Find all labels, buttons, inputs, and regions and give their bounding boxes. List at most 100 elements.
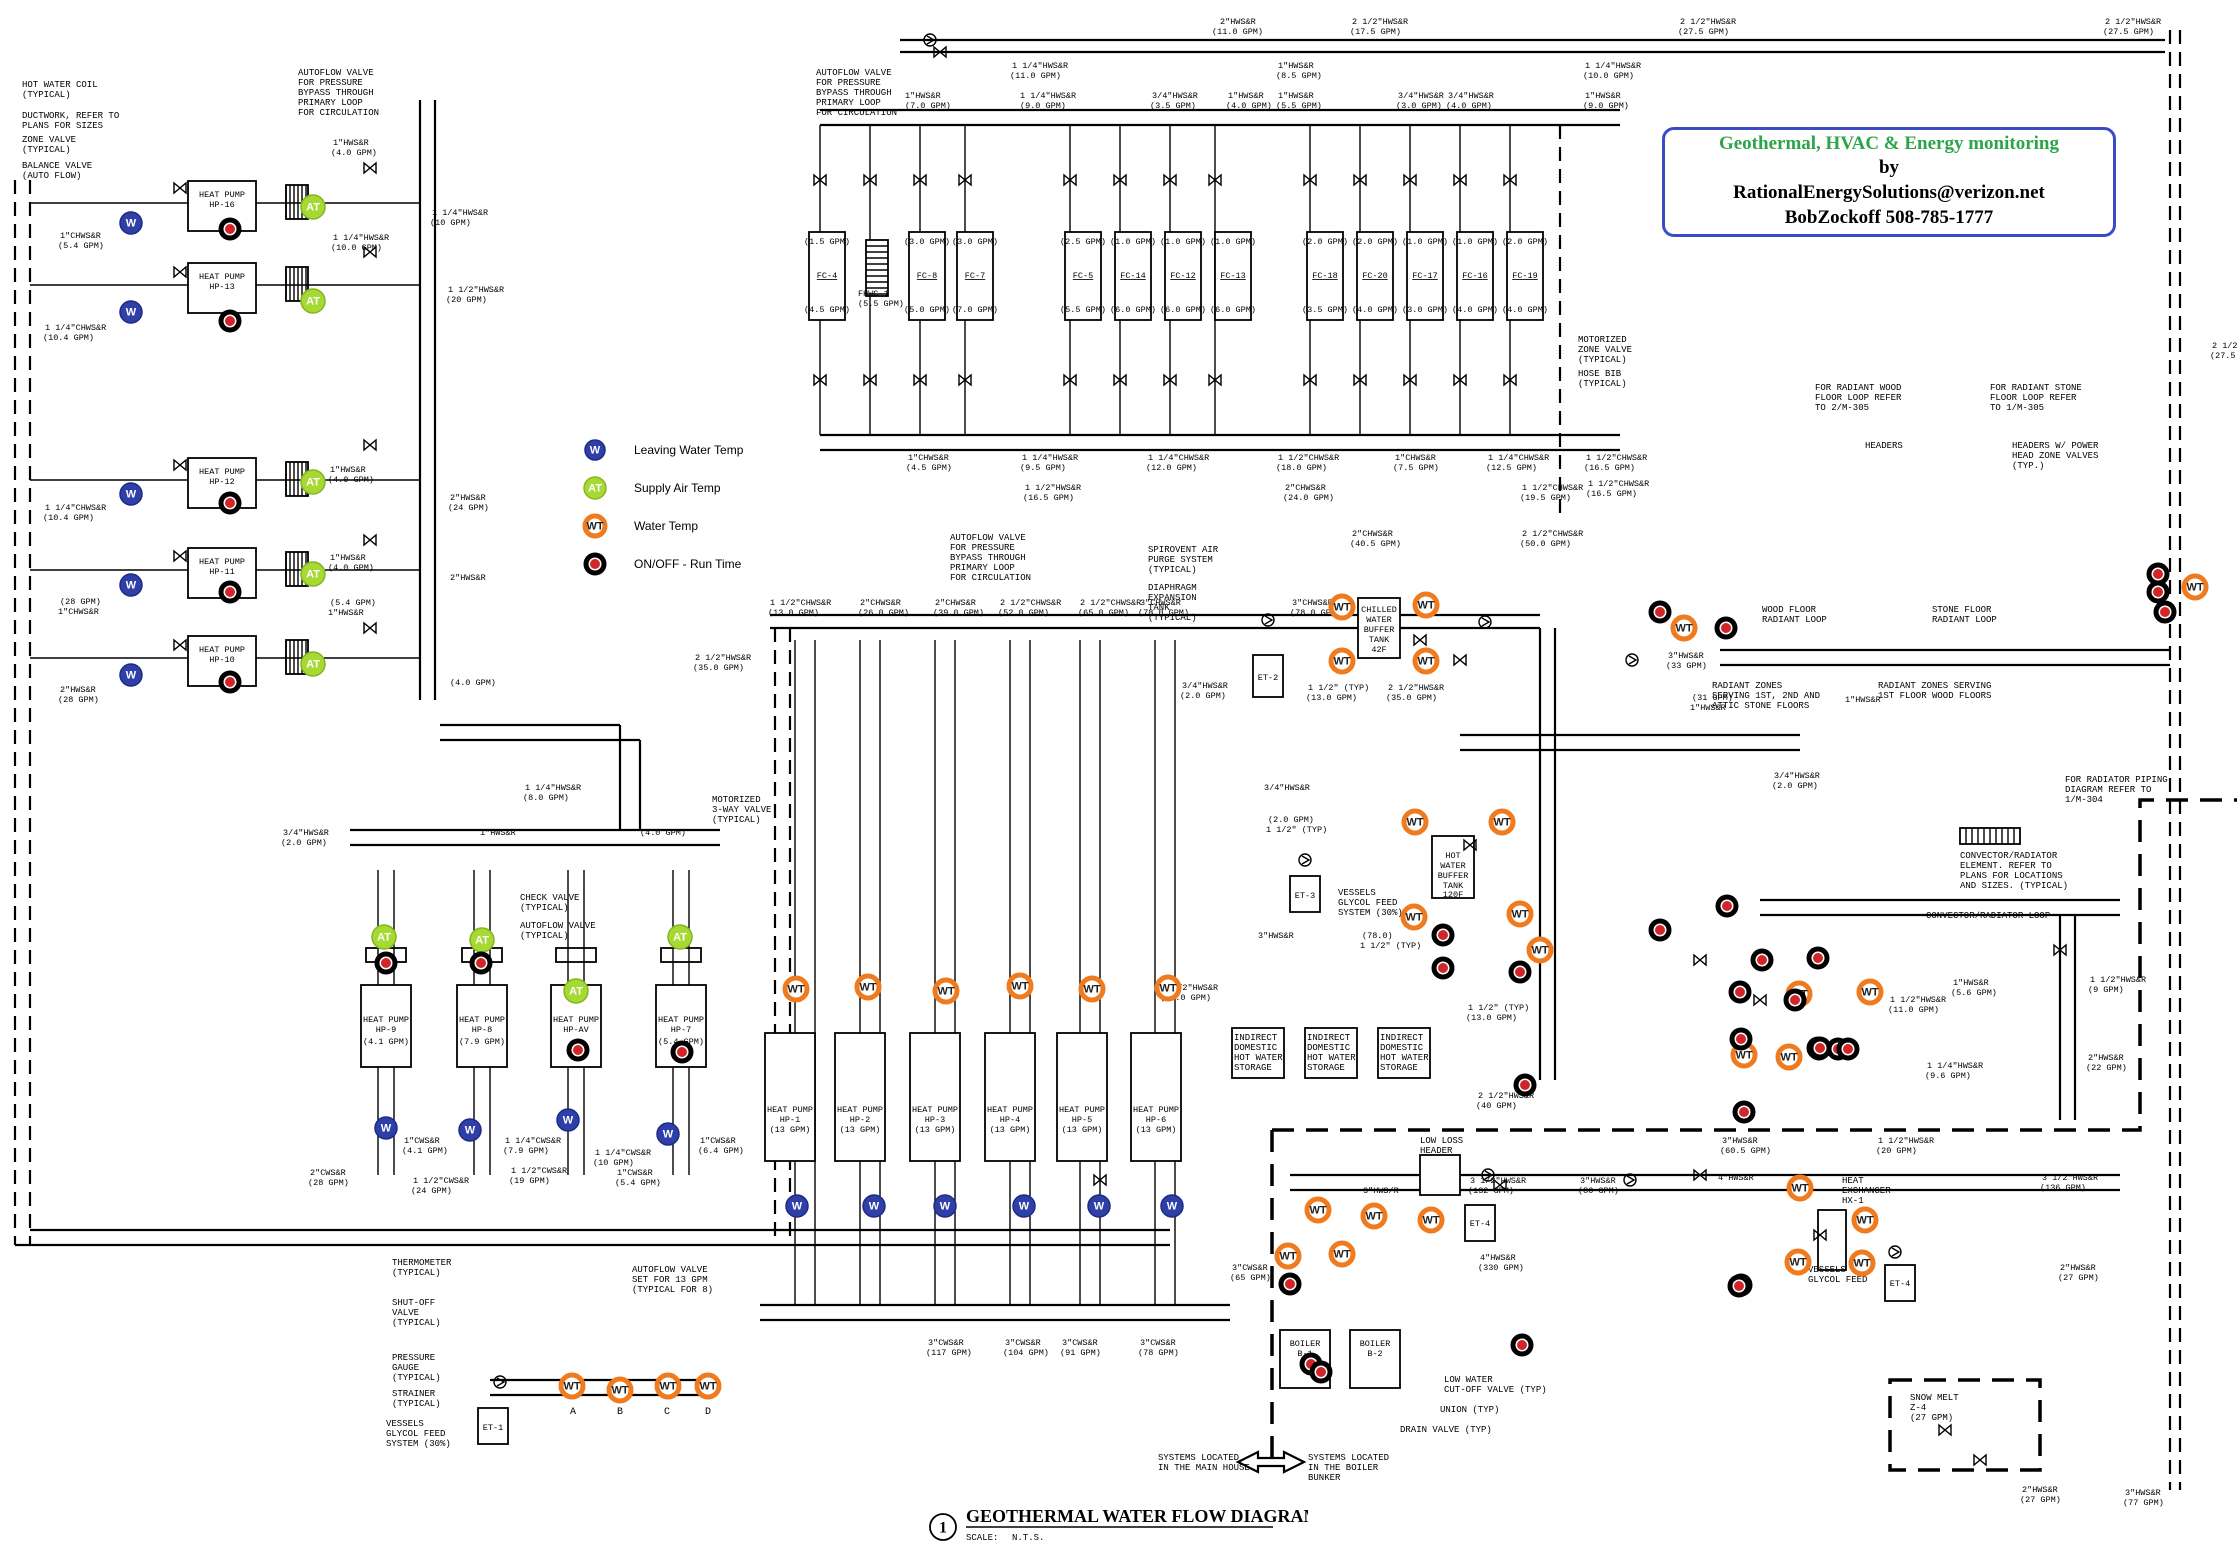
sensor-badge-on[interactable]: [374, 951, 398, 975]
pipe-label: (17.5 GPM): [1350, 27, 1401, 37]
pipe-label: 1 1/2" (TYP): [1266, 825, 1327, 835]
sensor-badge-on[interactable]: [1750, 948, 1774, 972]
legend-label-wt: Water Temp: [634, 519, 699, 533]
sensor-badge-on[interactable]: [1714, 616, 1738, 640]
sensor-badge-wt[interactable]: WT: [1784, 1248, 1812, 1276]
sensor-badge-on[interactable]: [2153, 600, 2177, 624]
sensor-badge-w[interactable]: W: [862, 1194, 886, 1218]
banner-email[interactable]: RationalEnergySolutions@verizon.net: [1733, 182, 2045, 203]
indirect-tank-1: [1231, 1027, 1285, 1079]
sensor-badge-on[interactable]: [1309, 1360, 1333, 1384]
sensor-badge-on[interactable]: [1806, 946, 1830, 970]
sensor-badge-w[interactable]: W: [119, 573, 143, 597]
sensor-badge-on[interactable]: [1648, 600, 1672, 624]
sensor-badge-wt[interactable]: WT: [654, 1372, 682, 1400]
pipe-label: 1 1/2"CHWS&R: [770, 598, 831, 608]
sensor-badge-w[interactable]: W: [374, 1116, 398, 1140]
sensor-badge-wt[interactable]: WT: [1006, 972, 1034, 1000]
sensor-badge-wt[interactable]: WT: [606, 1376, 634, 1404]
sensor-badge-on[interactable]: [1728, 980, 1752, 1004]
pipe-label: (9.5 GPM): [1020, 463, 1066, 473]
sensor-badge-wt[interactable]: WT: [1786, 1174, 1814, 1202]
sensor-badge-wt[interactable]: WT: [1328, 593, 1356, 621]
sensor-badge-w[interactable]: W: [1160, 1194, 1184, 1218]
sensor-badge-wt[interactable]: WT: [1400, 903, 1428, 931]
sensor-badge-on[interactable]: [1508, 960, 1532, 984]
sensor-badge-wt[interactable]: WT: [1775, 1043, 1803, 1071]
sensor-badge-wt[interactable]: WT: [1856, 978, 1884, 1006]
sensor-badge-on[interactable]: [1648, 918, 1672, 942]
sensor-badge-w[interactable]: W: [1087, 1194, 1111, 1218]
sensor-badge-wt[interactable]: WT: [1328, 647, 1356, 675]
sensor-badge-on[interactable]: [1715, 894, 1739, 918]
sensor-badge-on[interactable]: [218, 309, 242, 333]
sensor-badge-wt[interactable]: WT: [1078, 975, 1106, 1003]
sensor-badge-w[interactable]: W: [458, 1118, 482, 1142]
sensor-badge-w[interactable]: W: [933, 1194, 957, 1218]
sensor-badge-w[interactable]: W: [119, 211, 143, 235]
sensor-badge-w[interactable]: W: [556, 1108, 580, 1132]
sensor-badge-wt[interactable]: WT: [694, 1372, 722, 1400]
callout-indirect-2-l2: DOMESTIC: [1307, 1043, 1351, 1053]
sensor-badge-on[interactable]: [1431, 923, 1455, 947]
sensor-badge-on[interactable]: [2146, 562, 2170, 586]
sensor-badge-on[interactable]: [1510, 1333, 1534, 1357]
sensor-badge-at[interactable]: AT: [371, 924, 397, 950]
sensor-badge-wt[interactable]: WT: [1848, 1249, 1876, 1277]
sensor-badge-w[interactable]: W: [119, 300, 143, 324]
sensor-badge-wt[interactable]: WT: [2181, 573, 2209, 601]
callout-thermometer: THERMOMETER: [392, 1258, 452, 1268]
sensor-badge-wt[interactable]: WT: [1417, 1206, 1445, 1234]
sensor-badge-wt[interactable]: WT: [1412, 647, 1440, 675]
badge-text-wt: WT: [1493, 817, 1510, 829]
sensor-badge-on[interactable]: [1729, 1027, 1753, 1051]
sensor-badge-on[interactable]: [1513, 1073, 1537, 1097]
sensor-badge-wt[interactable]: WT: [854, 973, 882, 1001]
sensor-badge-at[interactable]: AT: [300, 469, 326, 495]
sensor-badge-on[interactable]: [566, 1038, 590, 1062]
sensor-badge-wt[interactable]: WT: [1401, 808, 1429, 836]
sensor-badge-at[interactable]: AT: [300, 651, 326, 677]
sensor-badge-wt[interactable]: WT: [1328, 1240, 1356, 1268]
pipe-label: 2"HWS&R: [60, 685, 96, 695]
sensor-badge-on[interactable]: [218, 580, 242, 604]
sensor-badge-on[interactable]: [1836, 1037, 1860, 1061]
sensor-badge-on[interactable]: [1783, 988, 1807, 1012]
sensor-badge-at[interactable]: AT: [667, 924, 693, 950]
sensor-badge-wt[interactable]: WT: [1506, 900, 1534, 928]
sensor-badge-on[interactable]: [1278, 1272, 1302, 1296]
sensor-badge-wt[interactable]: WT: [558, 1372, 586, 1400]
sensor-badge-wt[interactable]: WT: [1412, 591, 1440, 619]
sensor-badge-on[interactable]: [1431, 956, 1455, 980]
sensor-badge-w[interactable]: W: [119, 482, 143, 506]
sensor-badge-w[interactable]: W: [656, 1122, 680, 1146]
sensor-badge-on[interactable]: [218, 217, 242, 241]
sensor-badge-wt[interactable]: WT: [1488, 808, 1516, 836]
sensor-badge-w[interactable]: W: [119, 663, 143, 687]
sensor-badge-on[interactable]: [469, 951, 493, 975]
sensor-badge-on[interactable]: [1727, 1274, 1751, 1298]
sensor-badge-w[interactable]: W: [785, 1194, 809, 1218]
sensor-badge-at[interactable]: AT: [300, 288, 326, 314]
sensor-badge-on[interactable]: [2146, 580, 2170, 604]
sensor-badge-on[interactable]: [218, 491, 242, 515]
sensor-badge-wt[interactable]: WT: [1274, 1242, 1302, 1270]
sensor-badge-w[interactable]: W: [1012, 1194, 1036, 1218]
sensor-badge-wt[interactable]: WT: [1670, 614, 1698, 642]
sensor-badge-wt[interactable]: WT: [782, 975, 810, 1003]
sensor-badge-on[interactable]: [1808, 1036, 1832, 1060]
sensor-badge-on[interactable]: [218, 670, 242, 694]
sensor-badge-wt[interactable]: WT: [1360, 1202, 1388, 1230]
sensor-badge-at[interactable]: AT: [563, 978, 589, 1004]
callout-radiant-stone: FOR RADIANT STONE: [1990, 383, 2082, 393]
sensor-badge-wt[interactable]: WT: [1851, 1206, 1879, 1234]
sensor-badge-on[interactable]: [670, 1040, 694, 1064]
sensor-badge-at[interactable]: AT: [300, 194, 326, 220]
sensor-badge-on[interactable]: [1732, 1100, 1756, 1124]
sensor-badge-at[interactable]: AT: [469, 927, 495, 953]
sensor-badge-wt[interactable]: WT: [1154, 974, 1182, 1002]
sensor-badge-wt[interactable]: WT: [1304, 1196, 1332, 1224]
sensor-badge-at[interactable]: AT: [300, 561, 326, 587]
sensor-badge-wt[interactable]: WT: [932, 977, 960, 1005]
sensor-badge-wt[interactable]: WT: [1526, 936, 1554, 964]
